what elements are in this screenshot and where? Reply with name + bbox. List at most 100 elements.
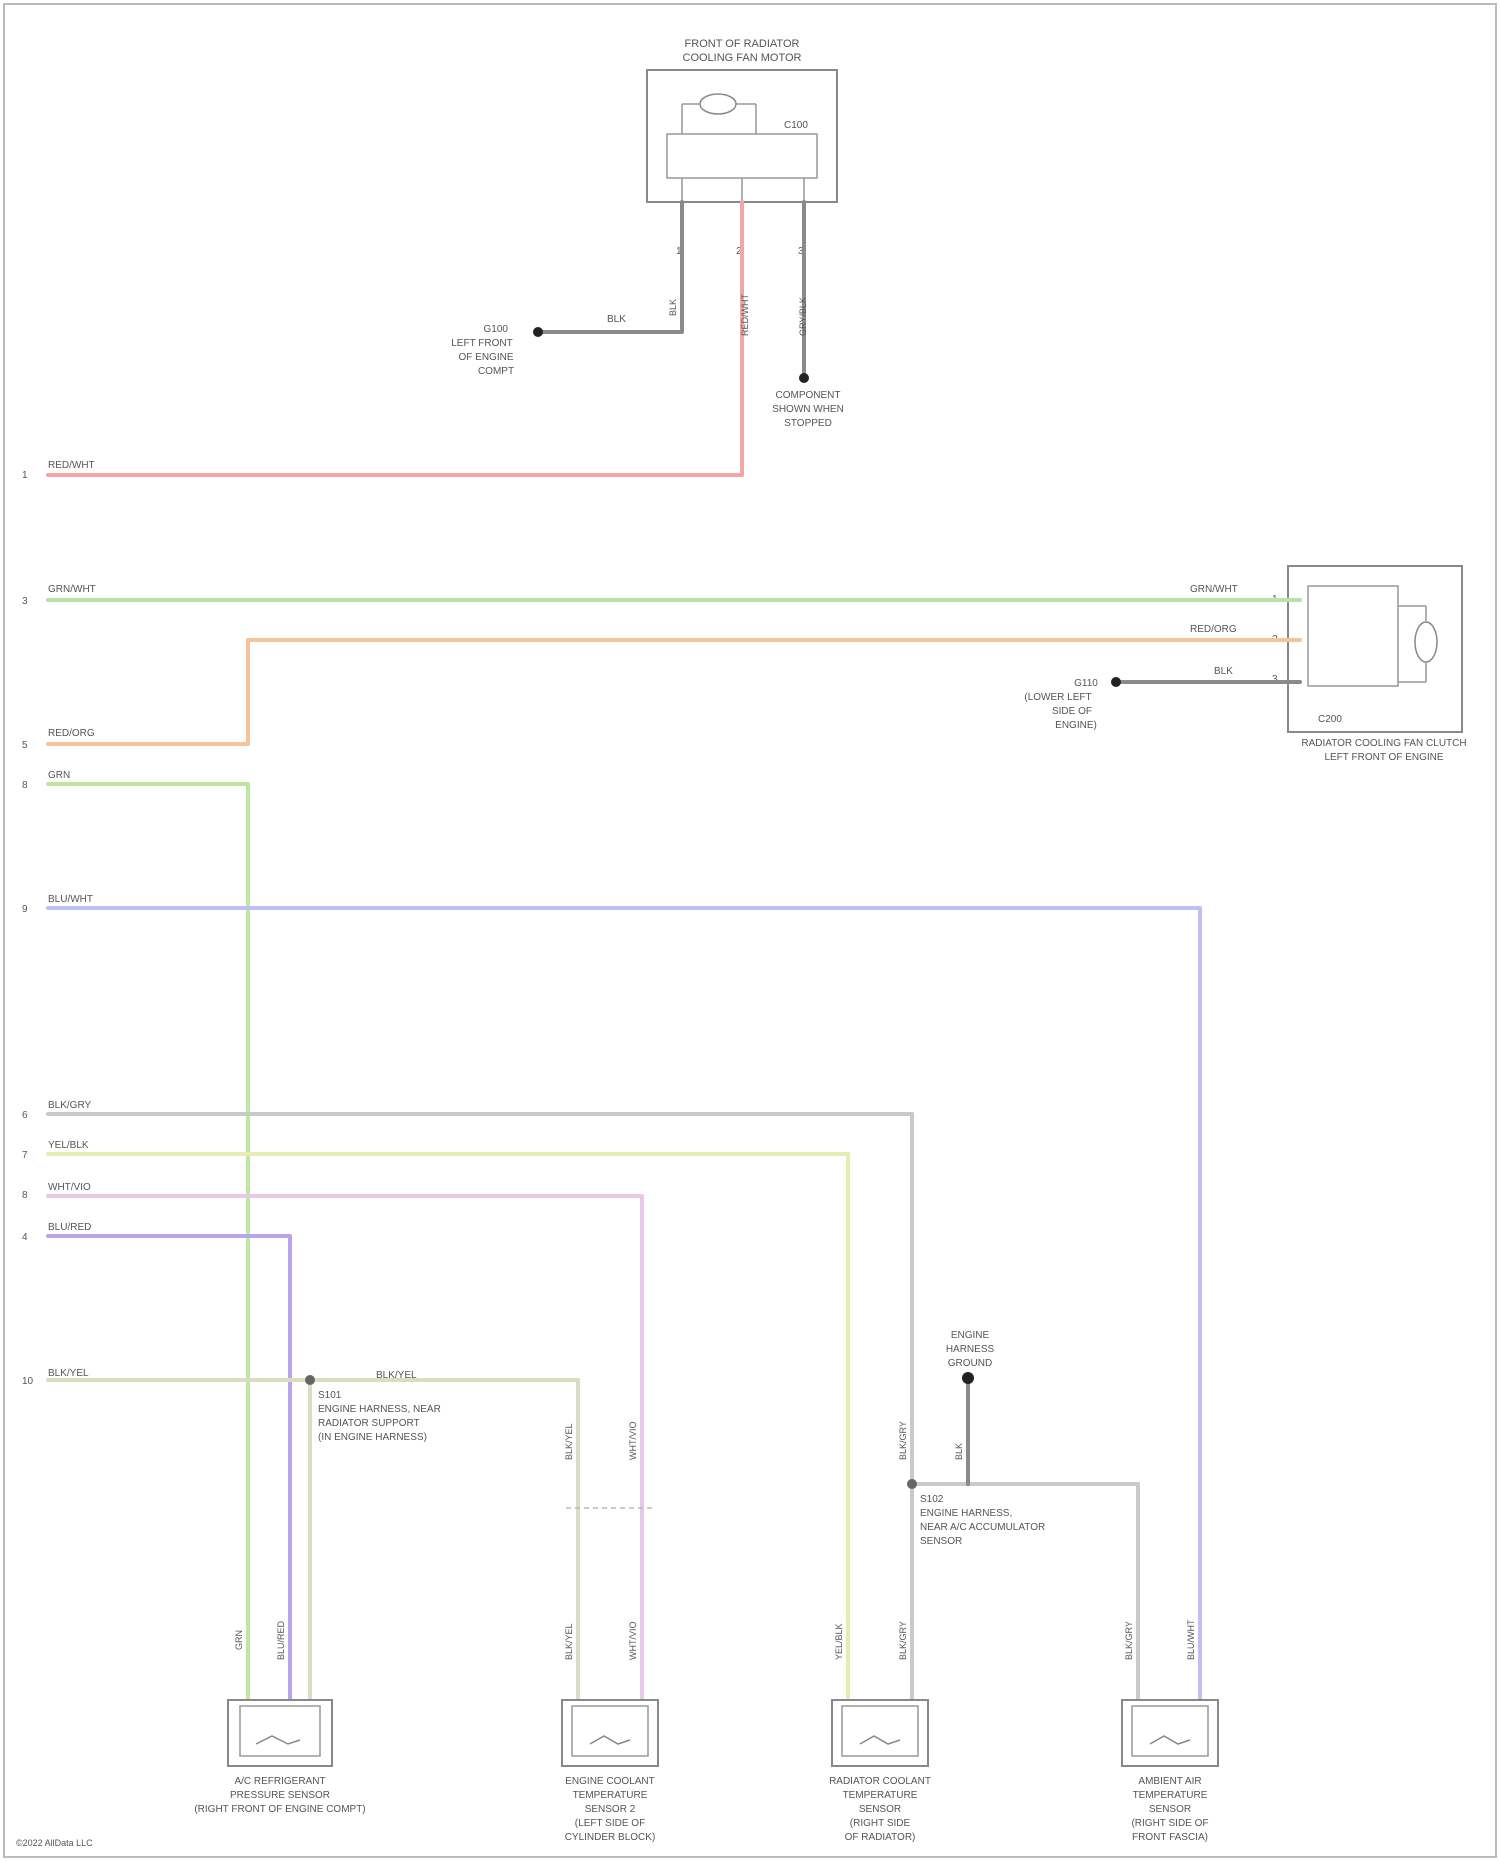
vlabel-12: BLK [954, 1443, 964, 1460]
label-ylw-left: YEL/BLK [48, 1140, 89, 1151]
svg-text:TEMPERATURE: TEMPERATURE [843, 1790, 918, 1801]
svg-text:9: 9 [22, 904, 28, 915]
ground-g110-label: G110 (LOWER LEFT SIDE OF ENGINE) [1024, 678, 1098, 731]
ground-engine-label: ENGINE HARNESS GROUND [946, 1330, 995, 1369]
wire-green-grn [48, 784, 248, 1700]
svg-text:8: 8 [22, 1190, 28, 1201]
label-tan-left: BLK/YEL [48, 1368, 89, 1379]
top-motor-title-2: COOLING FAN MOTOR [683, 52, 802, 64]
top-motor-title-1: FRONT OF RADIATOR [685, 38, 800, 50]
svg-text:SIDE OF: SIDE OF [1052, 706, 1092, 717]
vlabel-11: BLU/WHT [1186, 1619, 1196, 1660]
splice-s101-label: S101 ENGINE HARNESS, NEAR RADIATOR SUPPO… [318, 1390, 441, 1443]
svg-text:ENGINE COOLANT: ENGINE COOLANT [565, 1776, 654, 1787]
svg-text:1: 1 [22, 470, 28, 481]
label-green-left: GRN/WHT [48, 584, 96, 595]
wire-violet [48, 1236, 290, 1700]
label-blk-top: BLK [607, 314, 626, 325]
svg-text:ENGINE HARNESS, NEAR: ENGINE HARNESS, NEAR [318, 1404, 441, 1415]
vlabel-3: BLK/YEL [564, 1423, 574, 1460]
page-frame [4, 4, 1496, 1857]
label-blue-left: BLU/WHT [48, 894, 93, 905]
svg-text:ENGINE: ENGINE [951, 1330, 990, 1341]
svg-text:RADIATOR COOLANT: RADIATOR COOLANT [829, 1776, 931, 1787]
svg-text:RADIATOR SUPPORT: RADIATOR SUPPORT [318, 1418, 420, 1429]
wire-orange [48, 640, 1300, 744]
vlabel-1: GRN [234, 1630, 244, 1650]
label-pink-left: WHT/VIO [48, 1182, 91, 1193]
vlabel-4: WHT/VIO [628, 1422, 638, 1461]
svg-text:SHOWN WHEN: SHOWN WHEN [772, 404, 844, 415]
svg-text:(RIGHT SIDE: (RIGHT SIDE [850, 1818, 911, 1829]
vlabel-8: BLK/GRY [898, 1421, 908, 1460]
label-violet-left: BLU/RED [48, 1222, 91, 1233]
ground-g100-label: G100 LEFT FRONT OF ENGINE COMPT [451, 324, 514, 377]
ground-stopped-label: COMPONENT SHOWN WHEN STOPPED [772, 390, 844, 429]
svg-text:(RIGHT SIDE OF: (RIGHT SIDE OF [1131, 1818, 1208, 1829]
svg-text:8: 8 [22, 780, 28, 791]
svg-text:PRESSURE SENSOR: PRESSURE SENSOR [230, 1790, 330, 1801]
svg-text:10: 10 [22, 1376, 34, 1387]
svg-text:NEAR A/C ACCUMULATOR: NEAR A/C ACCUMULATOR [920, 1522, 1045, 1533]
vlabel-9: BLK/GRY [898, 1621, 908, 1660]
svg-text:COMPT: COMPT [478, 366, 514, 377]
label-orange-left: RED/ORG [48, 728, 95, 739]
label-blk-right: BLK [1214, 666, 1233, 677]
svg-text:S101: S101 [318, 1390, 342, 1401]
splice-s102-label: S102 ENGINE HARNESS, NEAR A/C ACCUMULATO… [920, 1494, 1045, 1547]
label-grn-left: GRN [48, 770, 70, 781]
svg-text:GROUND: GROUND [948, 1358, 992, 1369]
svg-text:5: 5 [22, 740, 28, 751]
label-blk-top-v: BLK [668, 299, 678, 316]
vlabel-5: BLK/YEL [564, 1623, 574, 1660]
ground-g100-dot [533, 327, 543, 337]
svg-text:COMPONENT: COMPONENT [776, 390, 841, 401]
svg-text:OF RADIATOR): OF RADIATOR) [845, 1832, 916, 1843]
splice-s102-dot [907, 1479, 917, 1489]
svg-text:TEMPERATURE: TEMPERATURE [1133, 1790, 1208, 1801]
sensor-radiator-coolant: RADIATOR COOLANT TEMPERATURE SENSOR (RIG… [829, 1700, 931, 1843]
svg-text:7: 7 [22, 1150, 28, 1161]
label-red-left: RED/WHT [48, 460, 95, 471]
sensor-engine-coolant: ENGINE COOLANT TEMPERATURE SENSOR 2 (LEF… [562, 1700, 658, 1843]
label-gry-left: BLK/GRY [48, 1100, 91, 1111]
ground-top-dot [799, 373, 809, 383]
svg-text:RADIATOR COOLING FAN CLUTCH: RADIATOR COOLING FAN CLUTCH [1301, 738, 1466, 749]
sensor-ambient-air: AMBIENT AIR TEMPERATURE SENSOR (RIGHT SI… [1122, 1700, 1218, 1843]
wire-red [48, 202, 742, 475]
svg-text:(LOWER LEFT: (LOWER LEFT [1024, 692, 1091, 703]
splice-s101-dot [305, 1375, 315, 1385]
right-motor-name: C200 [1318, 714, 1342, 725]
top-motor-body [667, 134, 817, 178]
svg-text:HARNESS: HARNESS [946, 1344, 995, 1355]
svg-text:SENSOR: SENSOR [920, 1536, 962, 1547]
svg-text:6: 6 [22, 1110, 28, 1121]
svg-text:FRONT FASCIA): FRONT FASCIA) [1132, 1832, 1208, 1843]
svg-text:SENSOR: SENSOR [1149, 1804, 1191, 1815]
label-green-right: GRN/WHT [1190, 584, 1238, 595]
right-motor-icon [1415, 622, 1437, 662]
footer-copyright: ©2022 AllData LLC [16, 1838, 93, 1848]
label-orange-right: RED/ORG [1190, 624, 1237, 635]
svg-text:AMBIENT AIR: AMBIENT AIR [1138, 1776, 1201, 1787]
wire-gray [48, 1114, 912, 1700]
svg-text:(LEFT SIDE OF: (LEFT SIDE OF [575, 1818, 645, 1829]
left-connector-pins: 1 3 5 8 9 6 7 8 4 10 [22, 470, 34, 1387]
svg-text:S102: S102 [920, 1494, 944, 1505]
svg-text:SENSOR: SENSOR [859, 1804, 901, 1815]
svg-text:LEFT FRONT OF ENGINE: LEFT FRONT OF ENGINE [1324, 752, 1443, 763]
svg-text:TEMPERATURE: TEMPERATURE [573, 1790, 648, 1801]
vlabel-7: YEL/BLK [834, 1623, 844, 1660]
svg-text:3: 3 [22, 596, 28, 607]
svg-text:(RIGHT FRONT OF ENGINE COMPT): (RIGHT FRONT OF ENGINE COMPT) [194, 1804, 365, 1815]
motor-icon [700, 94, 736, 114]
top-motor-name: C100 [784, 120, 808, 131]
ground-g110-dot [1111, 677, 1121, 687]
wire-top-black [538, 202, 682, 332]
ground-engine-dot [962, 1372, 974, 1384]
svg-text:OF ENGINE: OF ENGINE [458, 352, 513, 363]
svg-text:ENGINE HARNESS,: ENGINE HARNESS, [920, 1508, 1012, 1519]
vlabel-10: BLK/GRY [1124, 1621, 1134, 1660]
svg-text:CYLINDER BLOCK): CYLINDER BLOCK) [565, 1832, 656, 1843]
